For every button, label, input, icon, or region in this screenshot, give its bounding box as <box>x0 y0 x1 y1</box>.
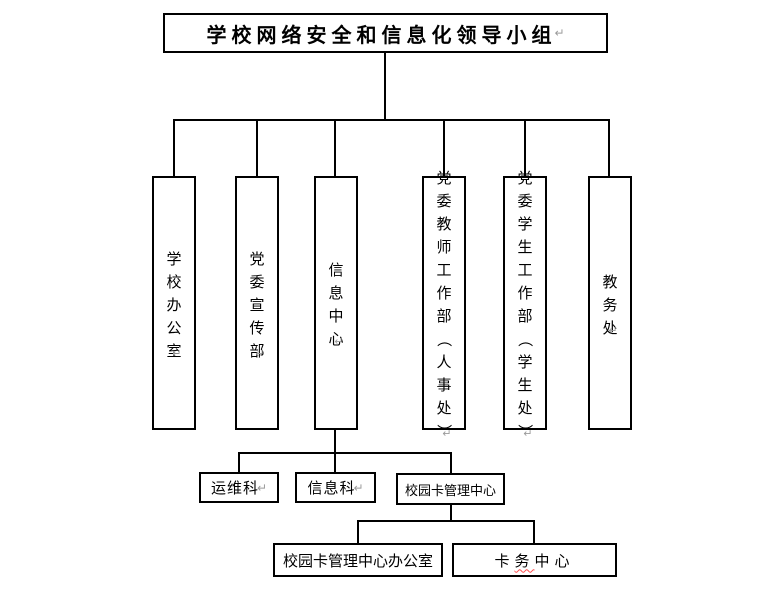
connector-drop-propaganda-dept <box>256 119 258 176</box>
dept-label: 党委学生工作部（学生处） <box>516 169 535 440</box>
root-box-leadership-group: 学校网络安全和信息化领导小组↵ <box>163 13 608 53</box>
connector-root-drop-line <box>384 53 386 120</box>
connector-drop-ops-section <box>238 452 240 473</box>
connector-drop-card-service-center <box>533 520 535 543</box>
section-box-campus-card-center: 校园卡管理中心 <box>396 473 505 505</box>
dept-label: 信息中心 <box>328 261 344 348</box>
return-mark-icon: ↵ <box>523 427 533 440</box>
office-box-card-service-center: 卡务中心 <box>452 543 617 577</box>
return-mark-icon: ↵ <box>172 346 182 360</box>
root-title: 学校网络安全和信息化领导小组 <box>206 22 557 47</box>
connector-drop-info-section <box>334 452 336 473</box>
connector-drop-school-office <box>173 119 175 176</box>
dept-box-school-office: 学校办公室↵ <box>152 176 196 430</box>
dept-label: 党委教师工作部（人事处） <box>435 169 454 440</box>
connector-level1-horizontal-line <box>173 119 610 121</box>
section-label: 校园卡管理中心 <box>404 483 496 499</box>
section-label: 运维科 <box>210 479 259 497</box>
connector-drop-info-center <box>334 119 336 176</box>
section-box-ops-section: 运维科↵ <box>199 472 279 503</box>
connector-card-center-drop-line <box>450 505 452 522</box>
return-mark-icon: ↵ <box>255 346 265 360</box>
dept-box-academic-affairs: 教务处↵ <box>588 176 632 430</box>
connector-drop-student-work-dept <box>524 119 526 176</box>
return-mark-icon: ↵ <box>256 480 268 495</box>
dept-label: 教务处 <box>602 272 618 337</box>
dept-label: 学校办公室 <box>166 249 182 360</box>
connector-level3-horizontal-line <box>357 520 535 522</box>
connector-drop-campus-card-center <box>450 452 452 473</box>
connector-level2-horizontal-line <box>238 452 452 454</box>
return-mark-icon: ↵ <box>608 323 618 337</box>
dept-label: 党委宣传部 <box>249 249 265 360</box>
return-mark-icon: ↵ <box>442 427 452 440</box>
connector-drop-academic-affairs <box>608 119 610 176</box>
office-label: 卡务中心 <box>494 551 575 570</box>
spellcheck-underline: 务 <box>514 551 535 570</box>
return-mark-icon: ↵ <box>353 480 364 495</box>
return-mark-icon: ↵ <box>554 26 565 40</box>
section-box-info-section: 信息科↵ <box>295 472 376 503</box>
connector-drop-teacher-work-dept <box>443 119 445 176</box>
section-label: 信息科 <box>307 479 356 497</box>
return-mark-icon: ↵ <box>334 335 344 348</box>
dept-box-propaganda-dept: 党委宣传部↵ <box>235 176 279 430</box>
connector-drop-campus-card-office <box>357 520 359 543</box>
office-label: 校园卡管理中心办公室 <box>282 551 433 570</box>
dept-box-teacher-work-dept: 党委教师工作部（人事处）↵ <box>422 169 466 439</box>
office-box-campus-card-office: 校园卡管理中心办公室 <box>273 543 443 577</box>
dept-box-student-work-dept: 党委学生工作部（学生处）↵ <box>503 169 547 439</box>
dept-box-info-center: 信息中心↵ <box>314 176 358 430</box>
connector-info-center-drop-line <box>334 430 336 454</box>
